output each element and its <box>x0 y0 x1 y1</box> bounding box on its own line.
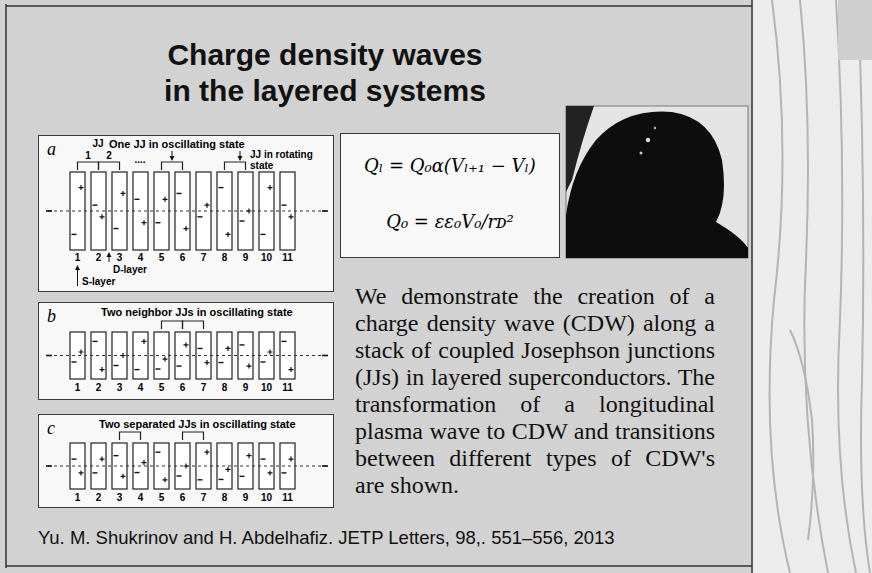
layer-number: 6 <box>180 252 186 263</box>
layer-number: 7 <box>201 492 207 503</box>
layer-number: 5 <box>159 382 165 393</box>
junction-label: JJ <box>92 138 103 149</box>
layer-number: 4 <box>138 492 144 503</box>
layer-number: 1 <box>75 382 81 393</box>
annotation: JJ in rotating state <box>250 149 324 171</box>
layer-stack <box>46 172 328 250</box>
layer-stack <box>46 332 328 379</box>
layer-number: 3 <box>117 382 123 393</box>
layer-number: 3 <box>117 492 123 503</box>
layer-number: 10 <box>261 492 272 503</box>
layer-number: 5 <box>159 252 165 263</box>
slide-frame <box>6 0 752 573</box>
annotation: D-layer <box>113 264 147 275</box>
layer-number: 8 <box>222 492 228 503</box>
junction-bracket <box>162 321 204 329</box>
junction-number: 1 <box>85 150 91 161</box>
layer-number: 11 <box>282 382 293 393</box>
equation: Q₀ = εε₀V₀/rᴅ² <box>341 210 559 234</box>
layer-number: 2 <box>96 382 102 393</box>
panel-title: Two separated JJs in oscillating state <box>99 418 296 430</box>
layer-number: 7 <box>201 382 207 393</box>
portrait-photo <box>566 106 748 258</box>
layer-number: 11 <box>282 492 293 503</box>
layer-number: 8 <box>222 382 228 393</box>
panel-ground <box>38 302 334 400</box>
layer-number: 3 <box>117 252 123 263</box>
junction-bracket <box>120 432 204 440</box>
equation-box: Qₗ = Q₀α(Vₗ₊₁ − Vₗ) Q₀ = εε₀V₀/rᴅ² <box>340 133 560 258</box>
body-text: We demonstrate the creation of a charge … <box>355 283 715 499</box>
panel-letter: a <box>47 139 56 159</box>
layer-number: 2 <box>96 492 102 503</box>
layer-number: 5 <box>159 492 165 503</box>
layer-stack <box>46 443 328 489</box>
layer-number: 1 <box>75 492 81 503</box>
layer-number: 4 <box>138 382 144 393</box>
layer-number: 8 <box>222 252 228 263</box>
layer-number: 10 <box>261 382 272 393</box>
annotation: S-layer <box>82 276 115 287</box>
layer-number: 9 <box>243 252 249 263</box>
panel-ground <box>38 135 334 292</box>
curtain-photo <box>753 0 872 573</box>
ellipsis: .... <box>134 154 145 165</box>
layer-number: 6 <box>180 382 186 393</box>
citation: Yu. M. Shukrinov and H. Abdelhafiz. JETP… <box>38 527 615 549</box>
panel-letter: c <box>47 418 55 438</box>
layer-number: 9 <box>243 492 249 503</box>
equation: Qₗ = Q₀α(Vₗ₊₁ − Vₗ) <box>341 154 559 178</box>
panel-title: Two neighbor JJs in oscillating state <box>101 306 293 318</box>
layer-number: 4 <box>138 252 144 263</box>
layer-number: 1 <box>75 252 81 263</box>
panel-letter: b <box>47 306 56 326</box>
junction-number: 2 <box>106 150 112 161</box>
panel-title: One JJ in oscillating state <box>109 138 245 150</box>
junction-bracket <box>78 162 246 170</box>
layer-number: 6 <box>180 492 186 503</box>
layer-number: 7 <box>201 252 207 263</box>
layer-number: 9 <box>243 382 249 393</box>
panel-ground <box>38 414 334 508</box>
layer-number: 2 <box>96 252 102 263</box>
layer-number: 11 <box>282 252 293 263</box>
pointer-arrow <box>75 151 243 286</box>
panel-ground <box>340 133 560 258</box>
layer-number: 10 <box>261 252 272 263</box>
slide-title: Charge density waves in the layered syst… <box>155 37 495 109</box>
